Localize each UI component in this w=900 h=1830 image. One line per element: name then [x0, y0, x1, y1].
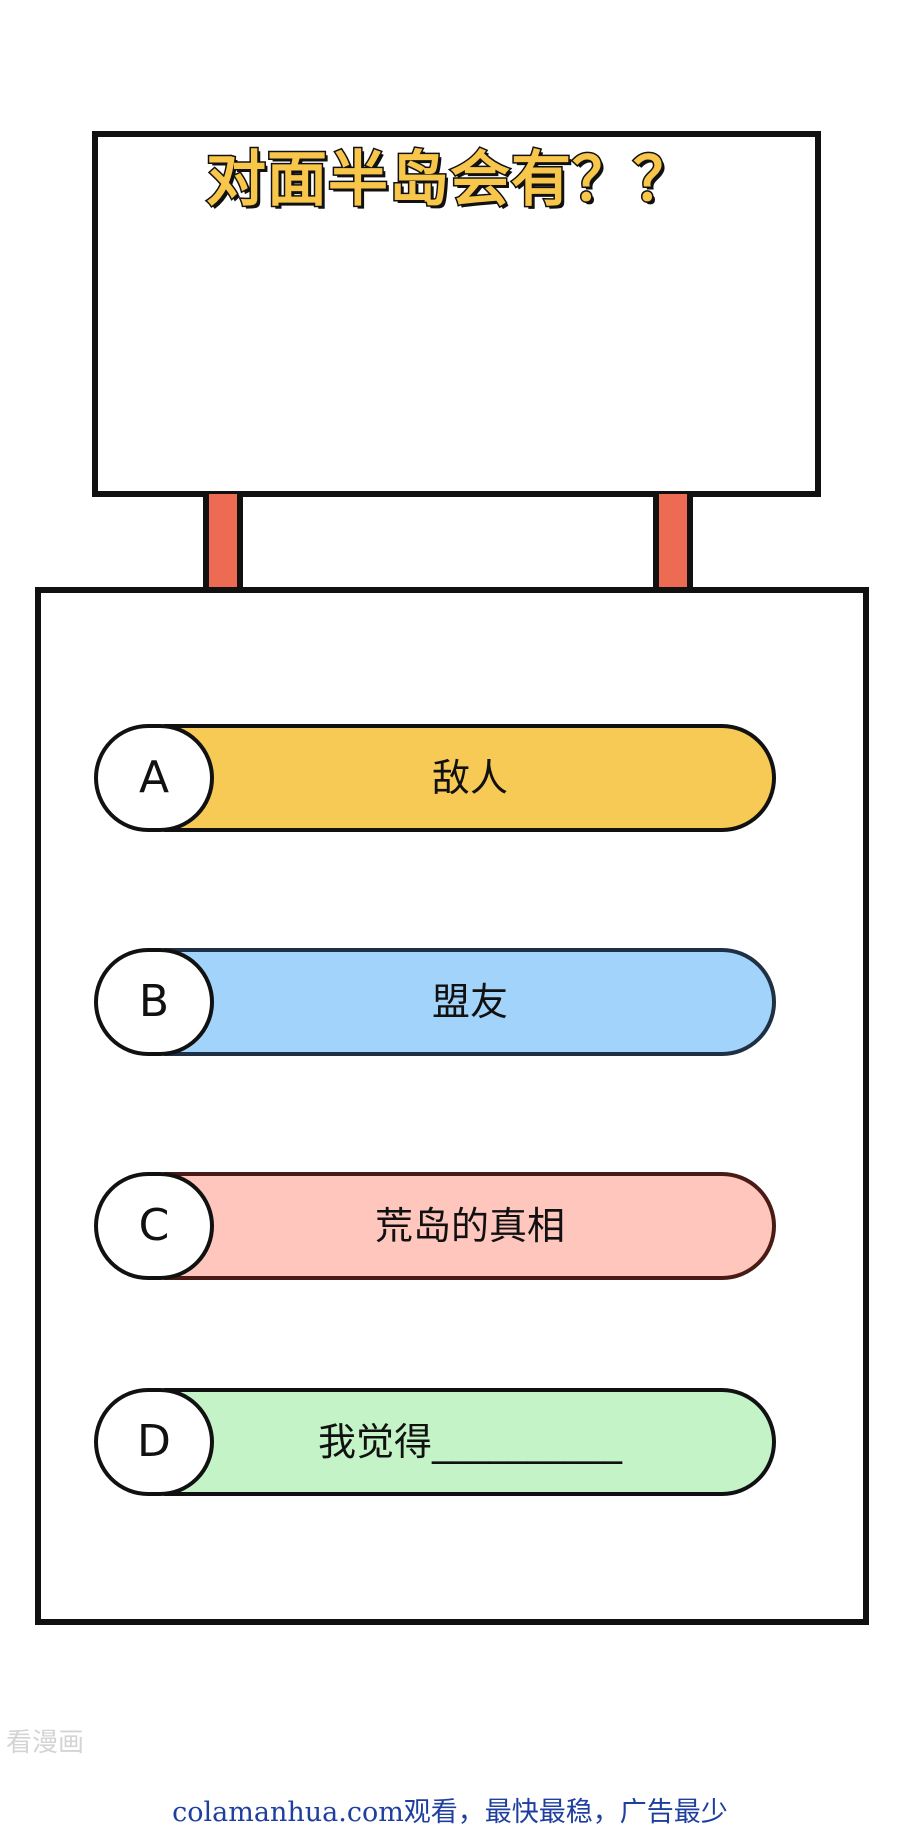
question-title: 对面半岛会有？？: [205, 144, 695, 217]
watermark-text: 看漫画: [6, 1728, 85, 1758]
option-a-letter-badge: A: [94, 724, 214, 832]
option-a-pill: [164, 724, 776, 832]
option-b[interactable]: 盟友 B: [94, 948, 776, 1056]
sign-post-right: [653, 494, 693, 590]
option-b-text: 盟友: [431, 980, 508, 1024]
option-d[interactable]: 我觉得__________ D: [94, 1388, 776, 1496]
option-a[interactable]: 敌人 A: [94, 724, 776, 832]
footer-site-notice[interactable]: colamanhua.com观看，最快最稳，广告最少: [172, 1797, 728, 1828]
option-d-pill: [164, 1388, 776, 1496]
option-d-text: 我觉得__________: [317, 1420, 622, 1464]
question-sign-board: [92, 131, 821, 497]
option-c-pill: [164, 1172, 776, 1280]
option-a-text: 敌人: [431, 756, 508, 800]
option-c-text: 荒岛的真相: [374, 1204, 565, 1248]
option-c-letter-badge: C: [94, 1172, 214, 1280]
option-c[interactable]: 荒岛的真相 C: [94, 1172, 776, 1280]
sign-post-left: [203, 494, 243, 590]
option-b-letter-badge: B: [94, 948, 214, 1056]
option-d-letter-badge: D: [94, 1388, 214, 1496]
option-b-pill: [164, 948, 776, 1056]
